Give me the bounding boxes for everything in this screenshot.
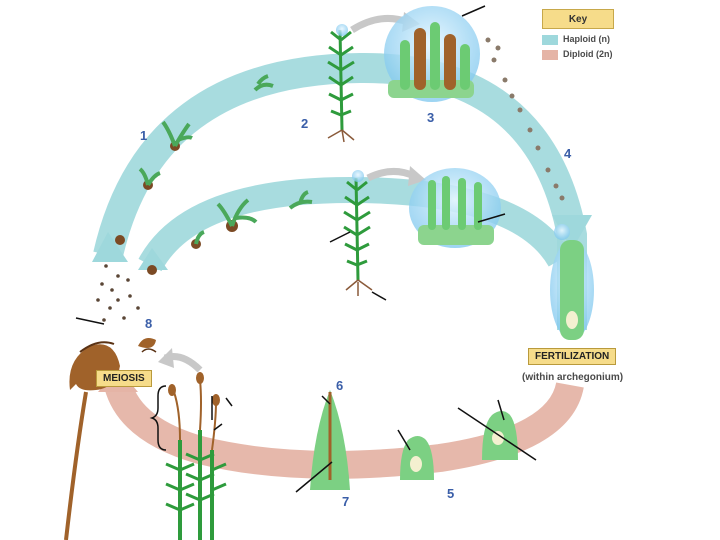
haploid-swatch — [542, 35, 558, 45]
key-haploid-row: Haploid (n) — [542, 33, 610, 46]
gametophyte-top — [328, 30, 354, 142]
fertilization-label: FERTILIZATION — [528, 348, 616, 365]
step-number-8: 8 — [145, 316, 152, 331]
key-title: Key — [542, 9, 614, 29]
step-number-6: 6 — [336, 378, 343, 393]
archegonia-cluster — [409, 168, 501, 248]
step-number-7: 7 — [342, 494, 349, 509]
diploid-label: Diploid (2n) — [563, 49, 613, 59]
pointer-line-capsule-lid — [76, 318, 104, 324]
pointer-line-capsule-1 — [226, 398, 232, 406]
step-number-5: 5 — [447, 486, 454, 501]
key-diploid-row: Diploid (2n) — [542, 48, 613, 61]
pointer-line-middle-root — [372, 292, 386, 300]
open-capsule-detail — [138, 338, 156, 352]
gray-arrow-low-head — [158, 348, 174, 368]
gray-arrow-mid — [368, 171, 414, 178]
step-number-1: 1 — [140, 128, 147, 143]
step-number-4: 4 — [564, 146, 571, 161]
pointer-line-middle-plant — [330, 232, 350, 242]
sperm-bubble-small — [336, 24, 348, 36]
released-spores — [96, 264, 140, 322]
fertilization-note: (within archegonium) — [522, 372, 623, 383]
step-number-3: 3 — [427, 110, 434, 125]
diploid-swatch — [542, 50, 558, 60]
sperm-bubble-middle — [352, 170, 364, 182]
pointer-line-antheridia — [462, 6, 485, 16]
haploid-label: Haploid (n) — [563, 34, 610, 44]
meiosis-label: MEIOSIS — [96, 370, 152, 387]
step-number-2: 2 — [301, 116, 308, 131]
key-legend: Key Haploid (n) Diploid (2n) — [542, 9, 614, 63]
antheridia-cluster — [384, 6, 480, 102]
